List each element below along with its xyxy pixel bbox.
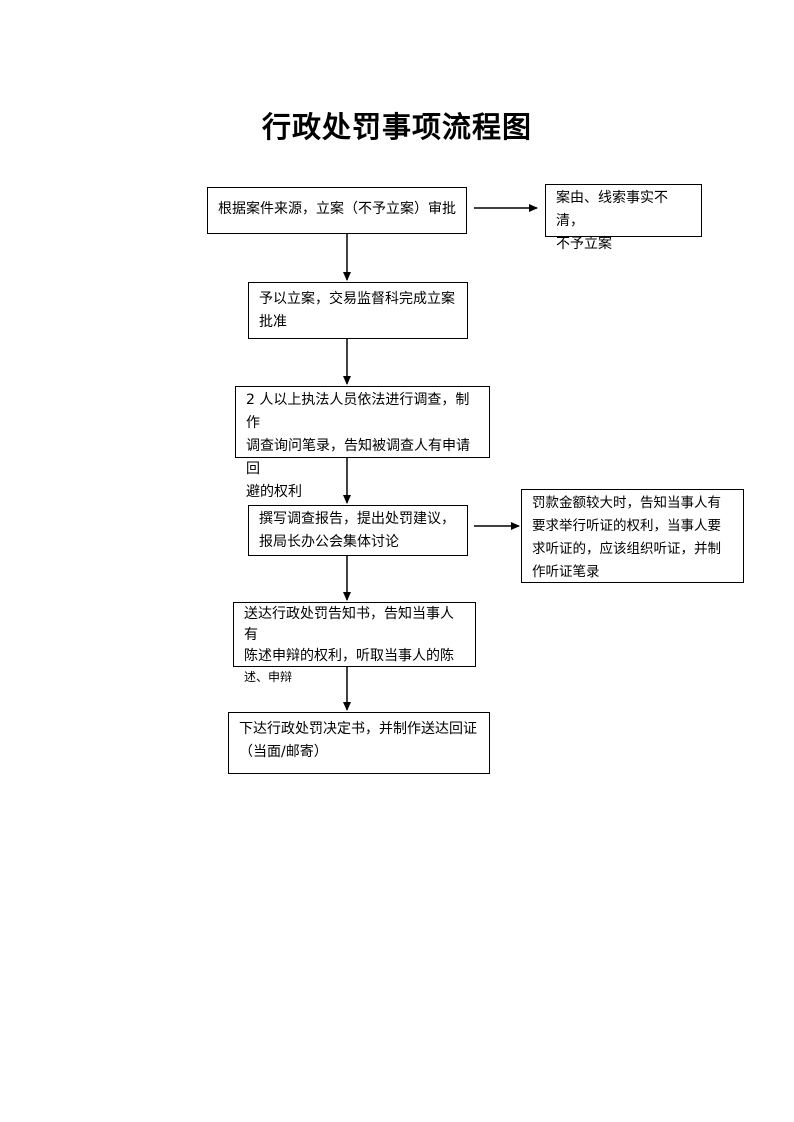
note-2-text-line2: 要求举行听证的权利，当事人要 (532, 518, 721, 534)
note-2-text-line4: 作听证笔录 (532, 564, 600, 580)
note-1-text-line2: 不予立案 (556, 236, 612, 252)
note-2-hearing-rights: 罚款金额较大时，告知当事人有 要求举行听证的权利，当事人要 求听证的，应该组织听… (521, 489, 744, 583)
step-1-filing-approval: 根据案件来源，立案（不予立案）审批 (207, 187, 467, 234)
step-6-text-line2: （当面/邮寄） (239, 744, 328, 760)
page-title: 行政处罚事项流程图 (261, 110, 532, 144)
note-1-no-filing: 案由、线索事实不清， 不予立案 (545, 184, 702, 252)
step-4-text-line1: 撰写调查报告，提出处罚建议， (259, 511, 455, 527)
step-3-text-line2: 调查询问笔录，告知被调查人有申请回 (246, 438, 470, 477)
step-2-text-line2: 批准 (259, 314, 287, 330)
step-5-text-line3: 述、申辩 (244, 670, 293, 684)
step-4-text-line2: 报局长办公会集体讨论 (259, 534, 399, 550)
note-1-text-line1: 案由、线索事实不清， (556, 190, 668, 229)
step-3-text-line3: 避的权利 (246, 484, 302, 500)
step-6-penalty-decision: 下达行政处罚决定书，并制作送达回证 （当面/邮寄） (228, 712, 490, 774)
step-6-text-line1: 下达行政处罚决定书，并制作送达回证 (239, 721, 477, 737)
step-2-case-filed: 予以立案，交易监督科完成立案 批准 (248, 282, 468, 339)
step-4-investigation-report: 撰写调查报告，提出处罚建议， 报局长办公会集体讨论 (248, 505, 468, 556)
step-1-text: 根据案件来源，立案（不予立案）审批 (218, 201, 456, 217)
step-5-text-line1: 送达行政处罚告知书，告知当事人有 (244, 606, 454, 643)
step-5-penalty-notice: 送达行政处罚告知书，告知当事人有 陈述申辩的权利，听取当事人的陈 述、申辩 (233, 602, 476, 684)
step-3-investigation: 2 人以上执法人员依法进行调查，制作 调查询问笔录，告知被调查人有申请回 避的权… (235, 386, 490, 500)
note-2-text-line1: 罚款金额较大时，告知当事人有 (532, 495, 721, 511)
step-5-text-line2: 陈述申辩的权利，听取当事人的陈 (244, 648, 454, 664)
note-2-text-line3: 求听证的，应该组织听证，并制 (532, 541, 721, 557)
step-3-text-line1: 2 人以上执法人员依法进行调查，制作 (246, 392, 470, 431)
step-2-text-line1: 予以立案，交易监督科完成立案 (259, 291, 455, 307)
